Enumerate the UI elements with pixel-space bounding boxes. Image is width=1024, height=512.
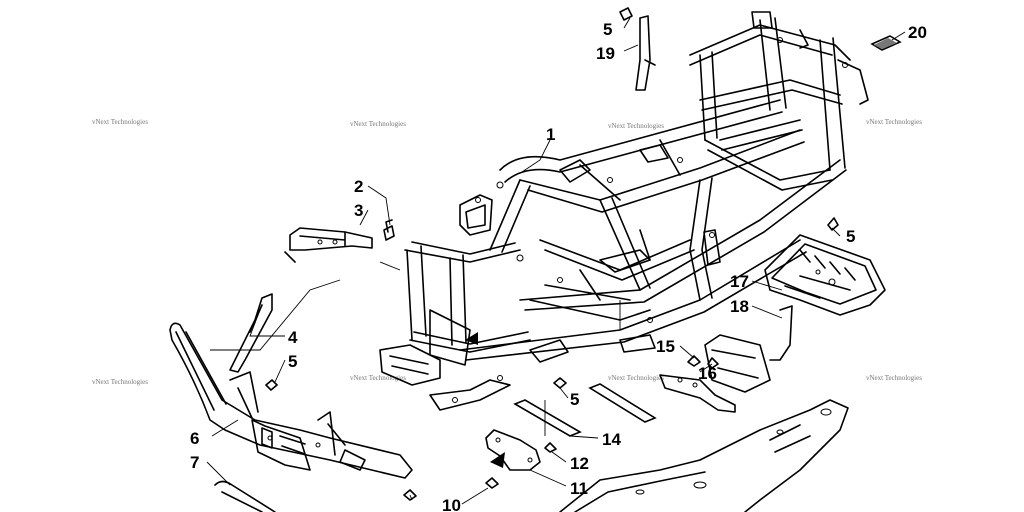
callout-20: 20 — [908, 23, 927, 42]
callout-5: 5 — [603, 20, 612, 39]
callout-16: 16 — [698, 364, 717, 383]
callout-15: 15 — [656, 337, 675, 356]
callout-4: 4 — [288, 328, 298, 347]
main-frame — [379, 11, 869, 411]
callout-11: 11 — [570, 479, 588, 498]
callout-2: 2 — [354, 177, 363, 196]
watermark: vNext Technologies — [350, 120, 406, 128]
bumper-bracket — [229, 293, 273, 373]
watermark: vNext Technologies — [608, 374, 664, 382]
callout-3: 3 — [354, 201, 363, 220]
callout-labels: 1 2 3 4 5 5 5 5 6 7 10 11 12 14 15 16 17… — [190, 20, 927, 512]
rear-strap — [619, 7, 656, 91]
middle-skid-plate — [559, 399, 849, 512]
callout-12: 12 — [570, 454, 589, 473]
leader-lines — [206, 17, 906, 505]
rear-skid-plate — [764, 234, 886, 316]
fasteners — [265, 217, 839, 501]
callout-6: 6 — [190, 429, 199, 448]
front-bracket — [284, 225, 395, 263]
callout-17: 17 — [730, 272, 749, 291]
callout-5: 5 — [570, 390, 579, 409]
callout-5: 5 — [288, 352, 297, 371]
bumper-cover — [214, 480, 276, 512]
callout-1: 1 — [546, 125, 555, 144]
callout-19: 19 — [596, 44, 615, 63]
watermark: vNext Technologies — [866, 374, 922, 382]
callout-5: 5 — [846, 227, 855, 246]
watermark: vNext Technologies — [92, 118, 148, 126]
watermark: vNext Technologies — [92, 378, 148, 386]
callout-18: 18 — [730, 297, 749, 316]
watermark: vNext Technologies — [866, 118, 922, 126]
callout-7: 7 — [190, 453, 199, 472]
strips — [513, 383, 657, 437]
lower-bracket — [485, 429, 541, 471]
rear-bracket-assembly — [659, 305, 793, 413]
watermark-group: vNext Technologies vNext Technologies vN… — [92, 118, 922, 386]
watermark: vNext Technologies — [350, 374, 406, 382]
callout-10: 10 — [442, 496, 461, 512]
front-bumper — [169, 322, 413, 479]
watermark: vNext Technologies — [608, 122, 664, 130]
callout-14: 14 — [602, 430, 621, 449]
